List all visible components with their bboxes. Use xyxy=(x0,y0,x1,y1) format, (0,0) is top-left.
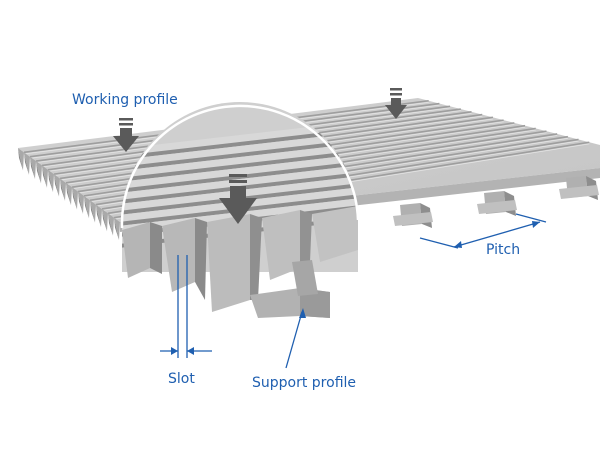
magnified-wire-slot xyxy=(122,149,358,183)
support-profile-block xyxy=(559,176,599,200)
wedge-tooth-shade xyxy=(84,195,89,219)
down-arrow-icon xyxy=(219,174,257,224)
wedge-tooth xyxy=(102,208,108,232)
down-arrow-icon xyxy=(385,88,407,119)
wedge-tooth xyxy=(72,187,78,210)
front-wedge-edge xyxy=(18,148,120,240)
magnified-wire-top xyxy=(122,120,358,157)
wedge-tooth xyxy=(24,152,30,175)
wedge-tooth-shade xyxy=(42,165,47,188)
wedge-tooth-shade xyxy=(72,187,77,210)
support-profile-block xyxy=(477,191,517,216)
wedge-tooth xyxy=(60,178,66,201)
wedge-tooth-shade xyxy=(108,213,113,236)
wedge-tooth-shade xyxy=(60,178,65,201)
wedge-tooth xyxy=(90,200,96,223)
wedge-tooth xyxy=(66,182,72,206)
wedge-tooth-shade xyxy=(36,161,41,184)
magnified-wire-slot xyxy=(122,138,358,172)
support-profile-label: Support profile xyxy=(252,375,357,391)
magnified-wire-slot xyxy=(122,127,358,161)
wedge-tooth xyxy=(84,195,90,219)
wedge-tooth-shade xyxy=(30,156,35,180)
pitch-dimension xyxy=(419,213,547,249)
wedge-tooth xyxy=(96,204,102,227)
slot-dimension xyxy=(160,255,212,358)
wedge-tooth-shade xyxy=(114,217,119,240)
wedge-tooth xyxy=(42,165,48,188)
magnified-wire-top xyxy=(122,153,358,190)
wedge-tooth-shade xyxy=(66,182,71,206)
slot-label: Slot xyxy=(168,371,195,387)
magnified-support-profile xyxy=(250,260,330,318)
wedge-tooth-shade xyxy=(54,174,59,197)
support-profile-leader xyxy=(285,308,306,369)
wedge-tooth xyxy=(30,156,36,180)
support-profile-block xyxy=(393,203,433,228)
wedge-tooth xyxy=(48,169,54,193)
wedge-tooth xyxy=(54,174,60,197)
wedge-tooth-shade xyxy=(96,204,101,227)
working-profile-label: Working profile xyxy=(72,92,178,108)
wedge-tooth xyxy=(108,213,114,236)
wedge-tooth-shade xyxy=(90,200,95,223)
pitch-label: Pitch xyxy=(486,242,521,258)
wedge-tooth-shade xyxy=(102,208,107,232)
wedge-tooth xyxy=(18,148,24,171)
down-arrow-icon xyxy=(113,118,139,152)
magnified-wire-top xyxy=(122,131,358,168)
wedge-tooth-shade xyxy=(24,152,29,175)
wedge-tooth xyxy=(78,191,84,214)
wedge-tooth-shade xyxy=(18,148,23,171)
support-profiles-right xyxy=(393,176,599,228)
wedge-tooth xyxy=(114,217,120,240)
magnified-wire-top xyxy=(122,142,358,179)
magnifier-outline xyxy=(120,104,360,229)
wedge-tooth-shade xyxy=(78,191,83,214)
magnified-wedge-teeth xyxy=(122,206,358,312)
wedge-tooth xyxy=(36,161,42,184)
wedge-tooth-shade xyxy=(48,169,53,193)
